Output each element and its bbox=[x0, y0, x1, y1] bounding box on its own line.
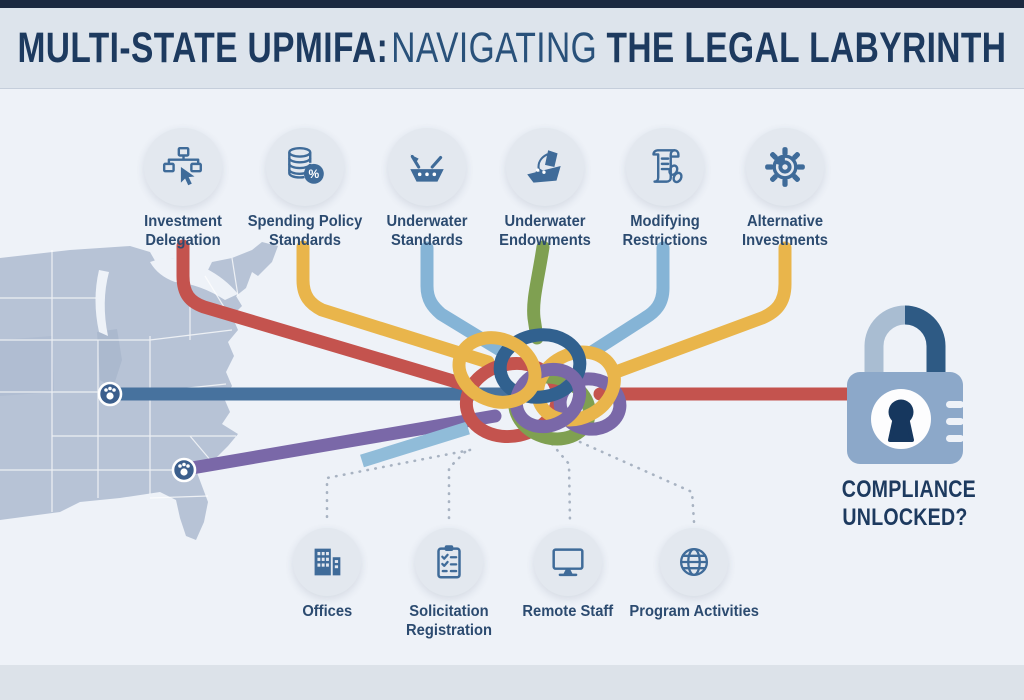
lock-caption-line1: COMPLIANCE bbox=[841, 476, 976, 503]
factor-label: Modifying Restrictions bbox=[622, 213, 708, 249]
dashed-line-remote-staff bbox=[550, 442, 572, 524]
factor-label: Underwater Standards bbox=[386, 213, 468, 249]
state-shade bbox=[97, 329, 122, 388]
globe-icon bbox=[679, 547, 709, 577]
factor-alternative-investments: Alternative Investments bbox=[710, 128, 860, 251]
factor-program-activities: Program Activities bbox=[619, 528, 769, 622]
factor-remote-staff: Remote Staff bbox=[493, 528, 643, 622]
org-chart-hand-icon bbox=[162, 146, 202, 186]
sinking-rowboat-icon bbox=[410, 154, 444, 182]
keyhole-icon bbox=[888, 399, 914, 442]
factor-spending-policy: % Spending Policy Standards bbox=[230, 128, 380, 251]
line-underwater-standards bbox=[420, 241, 507, 357]
monitor-icon bbox=[552, 548, 584, 577]
bottom-border-strip bbox=[0, 665, 1024, 700]
lock-caption: COMPLIANCE UNLOCKED? bbox=[841, 476, 976, 532]
lake-huron-erie bbox=[150, 258, 238, 300]
title-segment-2: NAVIGATING bbox=[391, 23, 598, 72]
clipboard-checklist-icon bbox=[437, 545, 461, 579]
factor-label: Investment Delegation bbox=[144, 213, 222, 249]
sinking-ship-icon bbox=[527, 150, 561, 183]
factor-label: Underwater Endowments bbox=[499, 213, 591, 249]
tangled-knot bbox=[452, 328, 627, 446]
scroll-chain-icon bbox=[652, 149, 683, 184]
factor-investment-delegation: Investment Delegation bbox=[108, 128, 258, 251]
factor-label: Offices bbox=[302, 603, 352, 620]
map-pin-1 bbox=[97, 381, 123, 407]
padlock-icon bbox=[847, 305, 964, 464]
building-icon bbox=[314, 548, 341, 576]
factor-label: Alternative Investments bbox=[742, 213, 828, 249]
map-pin-2 bbox=[171, 457, 197, 483]
top-border-strip bbox=[0, 0, 1024, 8]
state-shade bbox=[0, 336, 54, 396]
factor-offices: Offices bbox=[252, 528, 402, 622]
line-spending-policy bbox=[296, 240, 495, 369]
gear-icon bbox=[765, 147, 805, 187]
factor-label: Program Activities bbox=[629, 603, 759, 620]
svg-text:%: % bbox=[309, 167, 320, 181]
lake-michigan bbox=[95, 270, 109, 336]
dashed-line-offices bbox=[325, 448, 472, 524]
line-alternative-investments bbox=[609, 241, 792, 379]
line-underwater-endowments bbox=[527, 240, 550, 345]
factor-modifying-restrictions: Modifying Restrictions bbox=[590, 128, 740, 251]
dashed-line-program-activities bbox=[578, 440, 696, 524]
factor-underwater-endowments: Underwater Endowments bbox=[470, 128, 620, 251]
coin-stack-percent-icon: % bbox=[288, 146, 324, 184]
line-map-pin-2 bbox=[179, 409, 502, 476]
title-segment-1: MULTI-STATE UPMIFA: bbox=[17, 23, 389, 72]
title-segment-3: THE LEGAL LABYRINTH bbox=[606, 23, 1007, 72]
factor-label: Solicitation Registration bbox=[406, 603, 492, 639]
line-modifying-restrictions bbox=[585, 241, 670, 359]
lock-caption-line2: UNLOCKED? bbox=[842, 503, 968, 531]
factor-underwater-standards: Underwater Standards bbox=[352, 128, 502, 251]
factor-label: Remote Staff bbox=[522, 603, 614, 620]
dashed-line-solicitation bbox=[447, 450, 467, 524]
line-investment-delegation bbox=[176, 239, 477, 393]
dashed-connectors bbox=[325, 440, 696, 524]
factor-label: Spending Policy Standards bbox=[247, 213, 363, 249]
line-teal-stub bbox=[360, 421, 470, 468]
factor-solicitation-registration: Solicitation Registration bbox=[374, 528, 524, 641]
